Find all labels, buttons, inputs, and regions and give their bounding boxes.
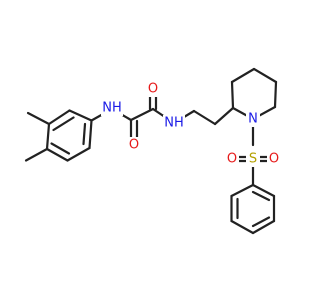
bond [251, 183, 276, 198]
bond [45, 147, 69, 162]
bond [52, 116, 75, 132]
carbonyl-oxygen-bottom-label: O [129, 138, 139, 153]
bond [230, 183, 255, 198]
bond [50, 142, 71, 155]
bond [252, 67, 278, 84]
carbonyl-oxygen-top-label: O [148, 82, 158, 97]
bond [45, 122, 51, 151]
sulfonyl-oxygen-left-label: O [227, 152, 237, 167]
nh-right-label: NH [164, 116, 184, 131]
structure-diagram: NH NH O O N S O O [24, 67, 281, 235]
bond [47, 109, 71, 126]
bond [192, 109, 217, 126]
bond [230, 67, 256, 84]
bond [68, 109, 93, 122]
sulfonyl-oxygen-right-label: O [269, 152, 279, 167]
bond [88, 119, 93, 150]
bond [82, 122, 87, 146]
bond [24, 147, 49, 162]
bond [273, 80, 278, 109]
bond [26, 111, 51, 126]
bond [66, 146, 91, 162]
molecule-canvas: NH NH O O N S O O [24, 67, 281, 235]
bond [251, 216, 271, 228]
bond [251, 219, 276, 235]
bond [230, 80, 235, 110]
bond [251, 190, 271, 202]
bond [230, 219, 255, 235]
sulfur-label: S [249, 152, 257, 167]
bond [213, 106, 235, 126]
bond [129, 107, 155, 122]
nh-left-label: NH [102, 101, 122, 116]
atom-labels: NH NH O O N S O O [101, 81, 281, 167]
piperidine-nitrogen-label: N [248, 112, 258, 127]
